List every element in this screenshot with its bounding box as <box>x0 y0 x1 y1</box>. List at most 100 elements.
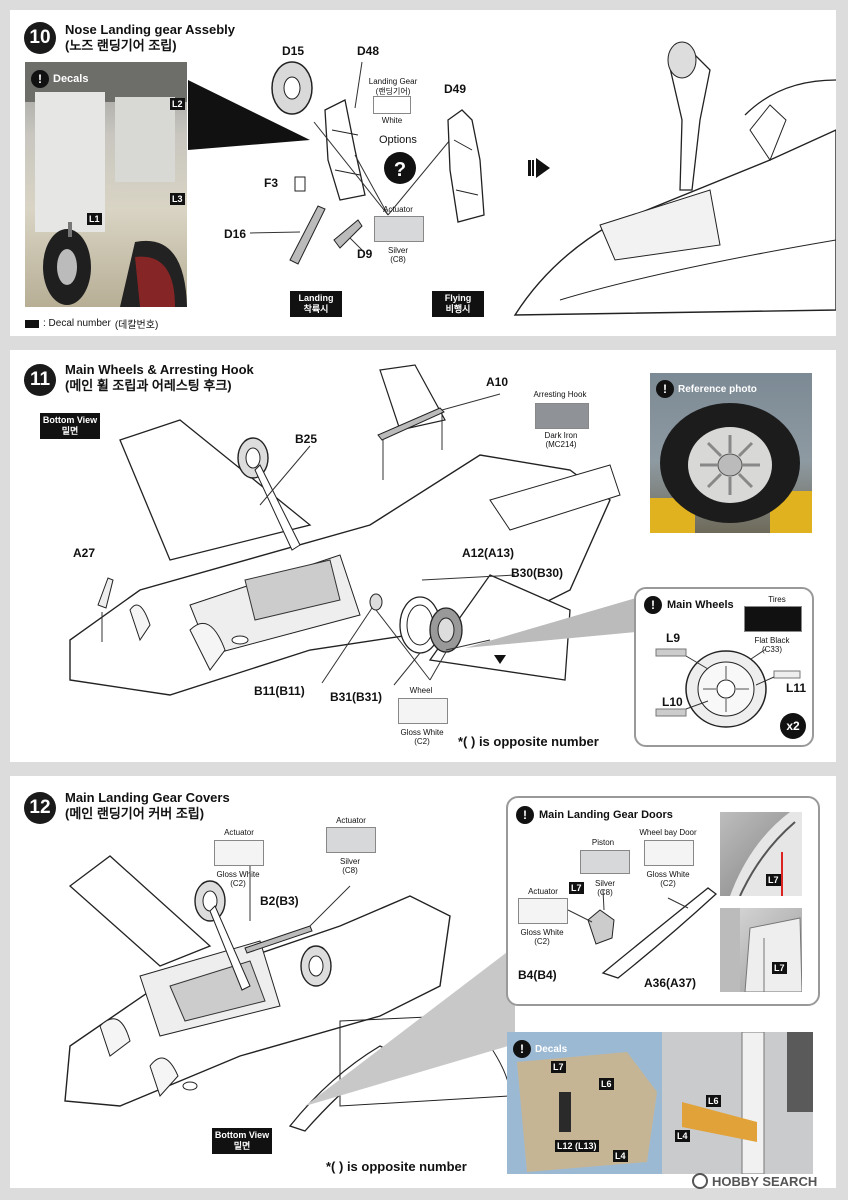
wheelbay-door-label: Wheel bay Door <box>639 828 697 837</box>
svg-text:?: ? <box>394 159 406 181</box>
landing-gear-swatch <box>373 96 411 114</box>
landing-option-ko: 착륙시 <box>303 304 329 314</box>
reference-photo-heading: ! Reference photo <box>656 380 757 398</box>
doors-title: Main Landing Gear Doors <box>539 809 673 821</box>
actuator-2-color: Silver (C8) <box>324 857 376 875</box>
door-actuator-label: Actuator <box>528 887 558 896</box>
step-10-title: Nose Landing gear Assebly (노즈 랜딩기어 조립) <box>65 22 235 54</box>
bottom-decals-heading: ! Decals <box>513 1040 567 1058</box>
tires-swatch <box>744 606 802 632</box>
reference-photo-label: Reference photo <box>678 383 757 395</box>
wheel-color-code: (C2) <box>414 737 430 746</box>
door-photo-1-art <box>730 812 802 896</box>
step-11-title: Main Wheels & Arresting Hook (메인 휠 조립과 어… <box>65 362 254 394</box>
wheelbay-door-swatch <box>644 840 694 866</box>
step-11-title-en: Main Wheels & Arresting Hook <box>65 362 254 377</box>
warning-icon: ! <box>656 380 674 398</box>
part-b11: B11(B11) <box>254 684 305 698</box>
arresting-hook-swatch <box>535 403 589 429</box>
piston-color: Silver (C8) <box>590 879 620 897</box>
landing-gear-ko: (랜딩기어) <box>375 87 411 96</box>
part-f3: F3 <box>264 176 279 190</box>
step-11-number: 11 <box>24 364 56 396</box>
nose-gear-photo-art <box>25 62 187 307</box>
decals-heading: ! Decals <box>31 70 88 88</box>
bottom-decals-photo: ! Decals L7 L6 L12 (L13) L4 L6 L4 <box>507 1032 813 1174</box>
arresting-hook-color: Dark Iron (MC214) <box>535 431 587 449</box>
main-wheel-diagram <box>655 648 801 728</box>
opposite-number-note-12: *( ) is opposite number <box>326 1159 467 1174</box>
step-10-panel: 10 Nose Landing gear Assebly (노즈 랜딩기어 조립… <box>10 10 836 336</box>
bottom-view-tag-12: Bottom View 밑면 <box>212 1128 272 1154</box>
bottom-view-tag: Bottom View 밑면 <box>40 413 100 439</box>
step-12-title-en: Main Landing Gear Covers <box>65 790 230 805</box>
step-11-title-ko: (메인 휠 조립과 어레스팅 후크) <box>65 378 232 393</box>
door-actuator-color-name: Gloss White <box>520 928 564 937</box>
bottom-view-12-en: Bottom View <box>214 1130 270 1140</box>
bottom-decals-label: Decals <box>535 1043 568 1055</box>
door-photo-1-l7: L7 <box>766 874 781 886</box>
actuator-swatch <box>374 216 424 242</box>
wheelbay-door-color: Gloss White (C2) <box>642 870 694 888</box>
actuator-color-name: Silver <box>387 246 408 255</box>
landing-option-button: Landing 착륙시 <box>290 291 342 317</box>
actuator-2-swatch <box>326 827 376 853</box>
actuator-color-code: (C8) <box>390 255 406 264</box>
decal-note-text: : Decal number <box>43 318 111 329</box>
step-10-lines: ? <box>188 41 836 316</box>
opposite-number-note: *( ) is opposite number <box>458 734 599 749</box>
decal-tag-l2: L2 <box>170 98 185 110</box>
step-12-panel: 12 Main Landing Gear Covers (메인 랜딩기어 커버 … <box>10 776 836 1188</box>
part-d16: D16 <box>224 227 247 241</box>
warning-icon: ! <box>513 1040 531 1058</box>
step-12-title-ko: (메인 랜딩기어 커버 조립) <box>65 806 205 821</box>
part-a27: A27 <box>73 546 96 560</box>
arresting-hook-label: Arresting Hook <box>533 390 587 399</box>
step-10-number: 10 <box>24 22 56 54</box>
decal-tag-l3: L3 <box>170 193 185 205</box>
actuator-1-label: Actuator <box>224 828 254 837</box>
watermark-logo-icon <box>692 1173 708 1189</box>
wheelbay-color-name: Gloss White <box>646 870 690 879</box>
watermark: HOBBY SEARCH <box>692 1173 817 1189</box>
landing-option-en: Landing <box>298 293 334 303</box>
actuator-label: Actuator <box>383 205 413 214</box>
step-11-aircraft <box>69 364 636 696</box>
door-actuator-swatch <box>518 898 568 924</box>
door-photo-2-l7: L7 <box>772 962 787 974</box>
piston-swatch <box>580 850 630 874</box>
warning-icon: ! <box>644 596 662 614</box>
tires-color-name: Flat Black <box>754 636 790 645</box>
part-d48: D48 <box>357 44 380 58</box>
wheel-label: Wheel <box>409 686 433 695</box>
bottom-view-ko: 밑면 <box>61 426 79 436</box>
nose-gear-decal-photo: ! Decals L2 L3 L1 <box>25 62 187 307</box>
part-d49: D49 <box>444 82 467 96</box>
actuator-2-color-code: (C8) <box>342 866 358 875</box>
actuator-2-color-name: Silver <box>339 857 360 866</box>
piston-color-code: (C8) <box>597 888 613 897</box>
step-10-title-en: Nose Landing gear Assebly <box>65 22 236 37</box>
decals-label: Decals <box>53 73 89 85</box>
decal-note-ko: (데칼번호) <box>114 320 159 331</box>
bottom-decal-l4: L4 <box>613 1150 628 1162</box>
decal-swatch-icon <box>25 319 39 328</box>
wheel-color: Gloss White (C2) <box>396 728 448 746</box>
piston-label: Piston <box>591 838 615 847</box>
actuator-1-color: Gloss White (C2) <box>212 870 264 888</box>
part-a10: A10 <box>486 375 509 389</box>
part-b30: B30(B30) <box>511 566 564 580</box>
bottom-decal-l12: L12 (L13) <box>555 1140 599 1152</box>
reference-wheel-art <box>650 403 812 533</box>
decal-l10: L10 <box>662 695 683 709</box>
wheelbay-color-code: (C2) <box>660 879 676 888</box>
bottom-decal-l6-b: L6 <box>706 1095 721 1107</box>
step-12-title: Main Landing Gear Covers (메인 랜딩기어 커버 조립) <box>65 790 230 822</box>
bottom-decal-l7: L7 <box>551 1061 566 1073</box>
main-landing-gear-doors-callout: ! Main Landing Gear Doors Piston Silver … <box>506 796 820 1006</box>
x2-badge: x2 <box>780 713 806 739</box>
part-b4: B4(B4) <box>518 968 557 982</box>
part-b2: B2(B3) <box>260 894 299 908</box>
watermark-text: HOBBY SEARCH <box>712 1173 818 1189</box>
door-photo-1: L7 <box>720 812 802 896</box>
